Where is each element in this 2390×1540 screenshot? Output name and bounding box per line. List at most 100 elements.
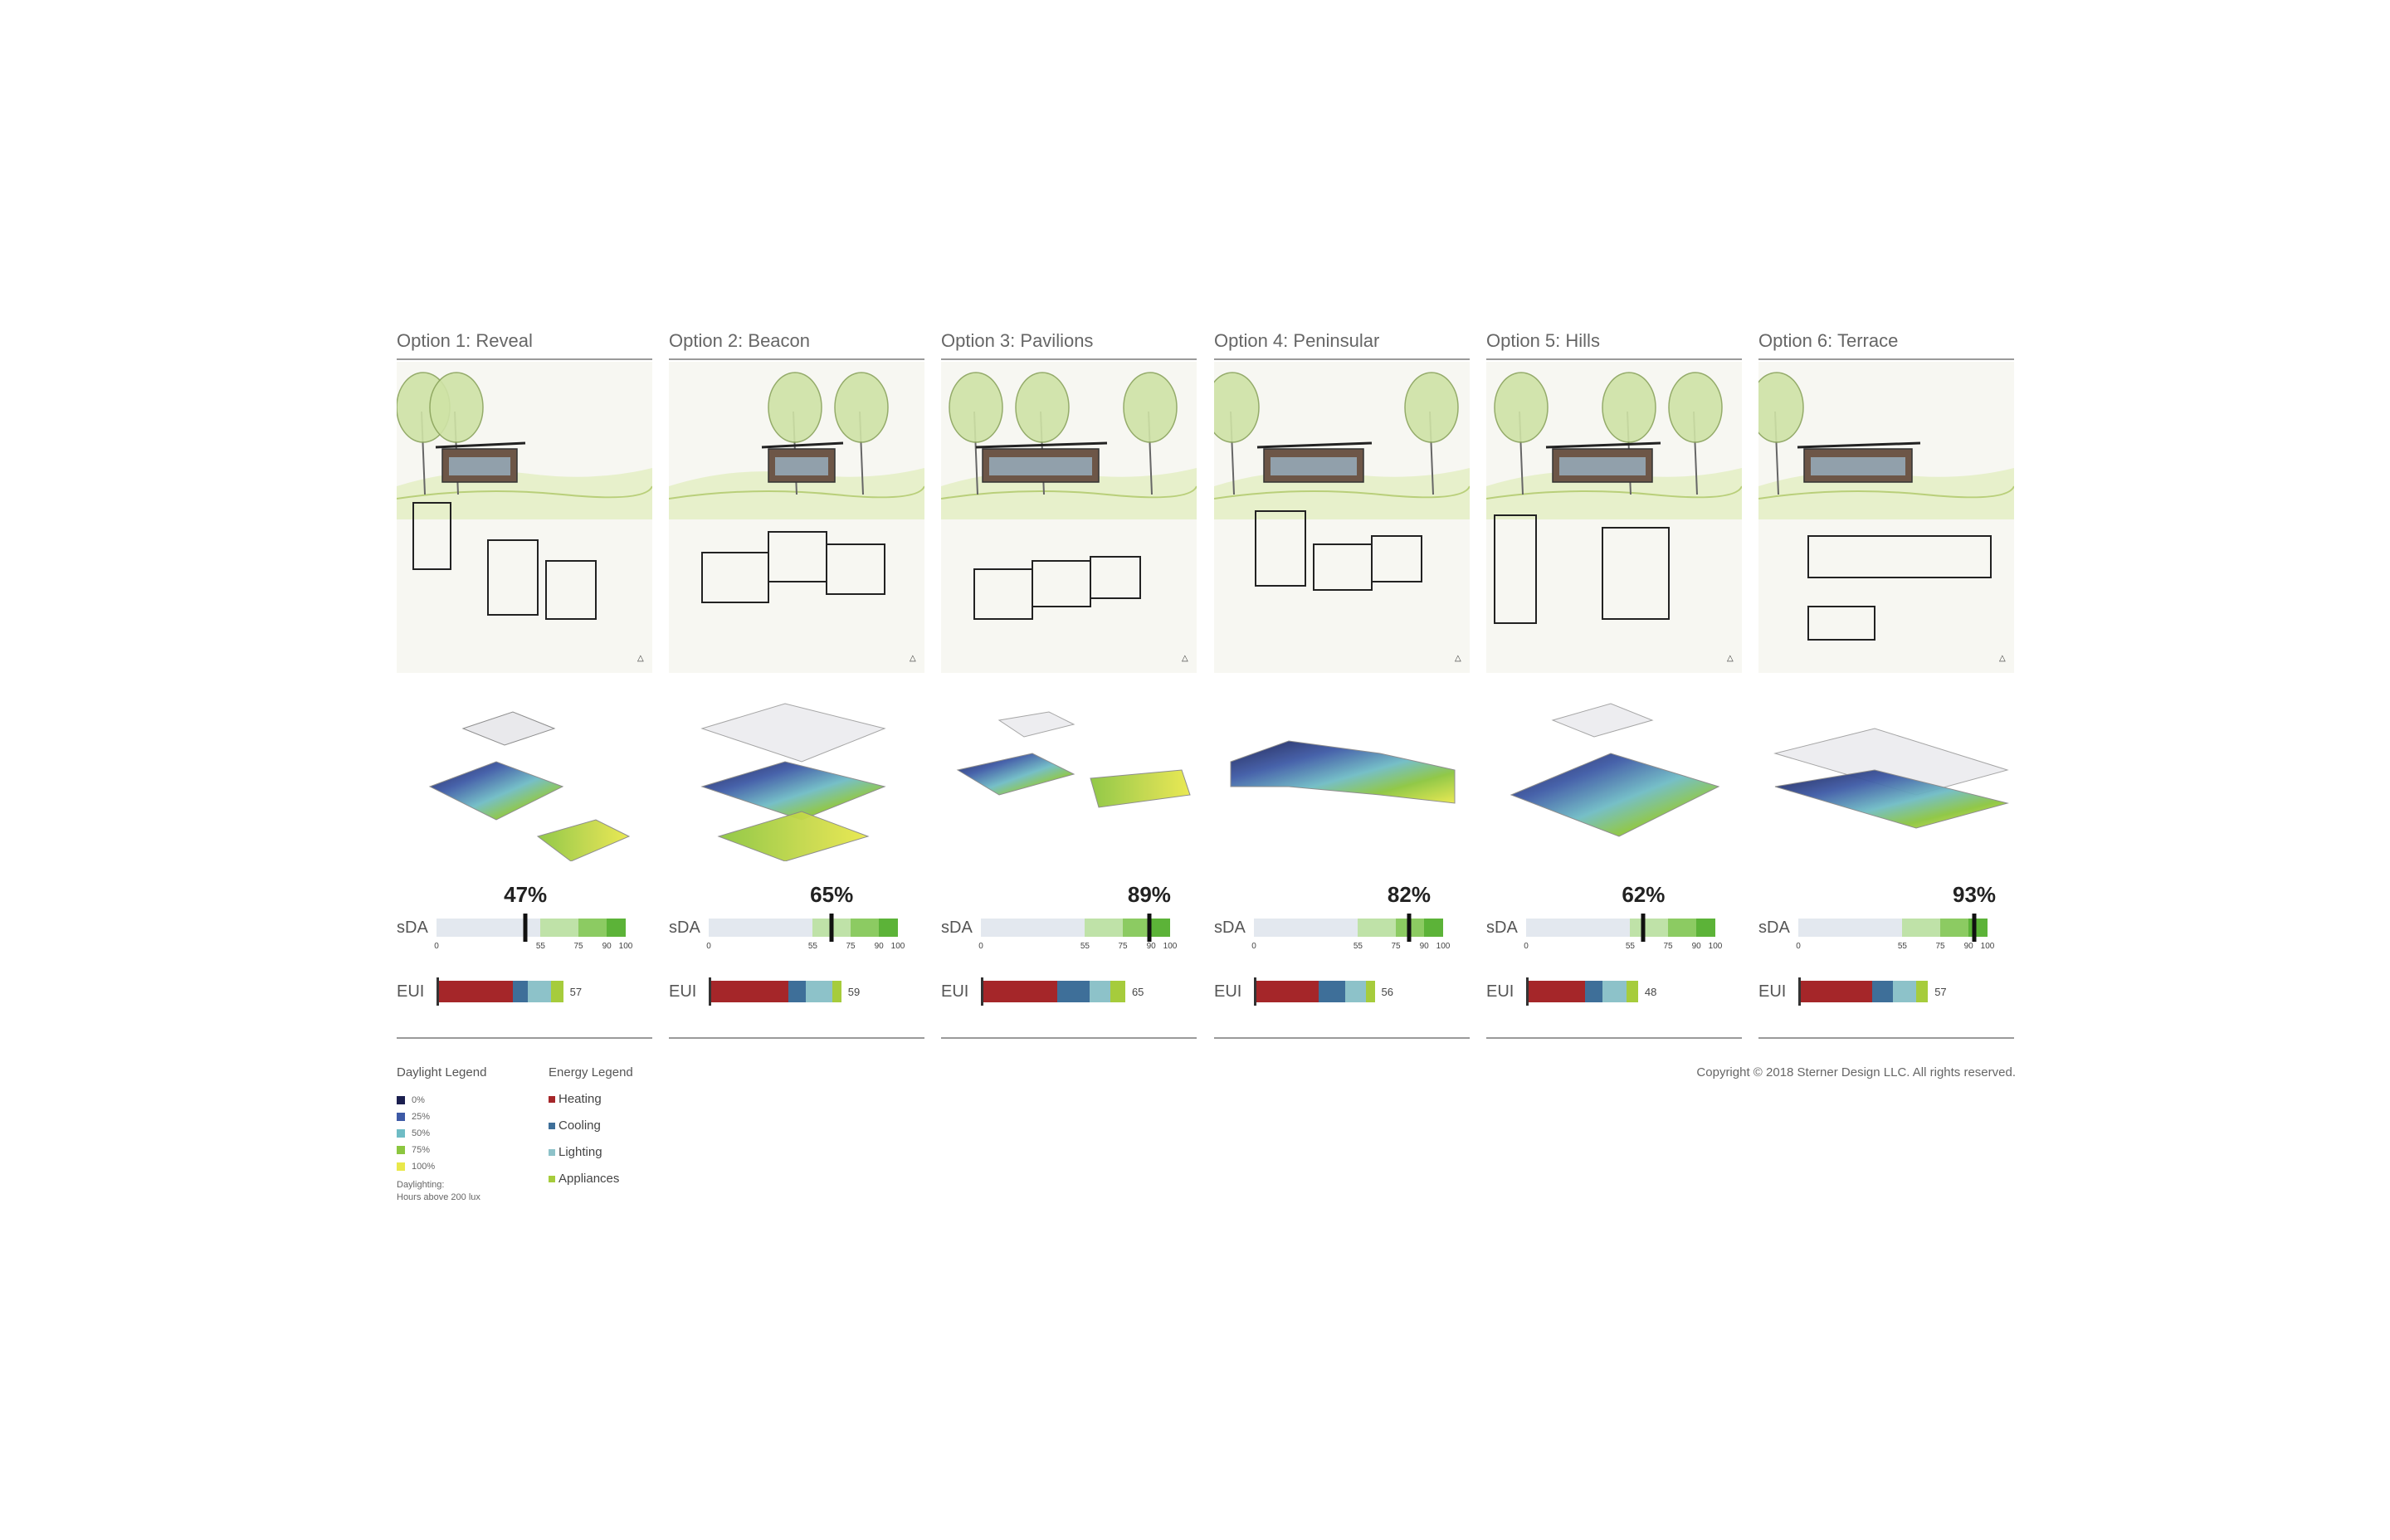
eui-heating-segment xyxy=(981,981,1058,1002)
eui-cooling-segment xyxy=(788,981,807,1002)
energy-legend-item-lighting: Lighting xyxy=(549,1145,602,1159)
eui-label: EUI xyxy=(1758,982,1787,1001)
daylight-model xyxy=(1486,695,1742,861)
sda-band-1 xyxy=(1085,919,1123,937)
sda-tick-label: 55 xyxy=(535,942,545,951)
eui-lighting-segment xyxy=(806,981,833,1002)
option-title: Option 6: Terrace xyxy=(1758,330,1899,351)
eui-stacked-bar xyxy=(437,981,563,1002)
eui-label: EUI xyxy=(397,982,425,1001)
sda-tick-label: 100 xyxy=(1163,942,1178,951)
daylight-note-line1: Daylighting: xyxy=(397,1180,445,1190)
eui-cooling-segment xyxy=(1057,981,1090,1002)
sda-tick-label: 100 xyxy=(618,942,633,951)
tree-canopy xyxy=(1602,372,1656,443)
title-divider xyxy=(669,358,924,360)
sda-tick-label: 90 xyxy=(602,942,612,951)
daylight-legend-label: 75% xyxy=(412,1145,431,1155)
concept-sketch: △ xyxy=(397,362,652,673)
daylight-model-surface xyxy=(461,711,556,746)
concept-sketch: △ xyxy=(669,362,924,673)
sketch-plan xyxy=(412,502,597,620)
daylight-legend-item-25: 25% xyxy=(397,1112,430,1122)
swatch-50pct xyxy=(397,1129,405,1138)
concept-sketch: △ xyxy=(1758,362,2014,673)
plan-room xyxy=(1602,527,1670,620)
eui-cooling-segment xyxy=(1319,981,1346,1002)
swatch-heating xyxy=(549,1095,555,1103)
daylight-legend-title: Daylight Legend xyxy=(397,1065,487,1079)
sda-marker xyxy=(1147,914,1152,942)
energy-legend-item-heating: Heating xyxy=(549,1092,602,1106)
sda-label: sDA xyxy=(397,919,428,937)
daylight-model-surface xyxy=(1230,740,1456,804)
energy-legend-label: Cooling xyxy=(558,1118,601,1133)
daylight-legend-label: 25% xyxy=(412,1112,431,1122)
eui-stacked-bar xyxy=(1798,981,1929,1002)
eui-value: 65 xyxy=(1131,986,1144,998)
option-title: Option 3: Pavilions xyxy=(941,330,1094,351)
energy-legend-label: Appliances xyxy=(558,1172,620,1186)
daylight-model-surface xyxy=(1551,703,1654,738)
swatch-75pct xyxy=(397,1146,405,1154)
title-divider xyxy=(397,358,652,360)
eui-appliances-segment xyxy=(1915,981,1929,1002)
bottom-divider xyxy=(1486,1037,1742,1039)
sketch-plan xyxy=(1807,535,1992,641)
eui-heating-segment xyxy=(1798,981,1872,1002)
option-title: Option 2: Beacon xyxy=(669,330,811,351)
daylight-legend-label: 100% xyxy=(412,1162,436,1172)
daylight-model-surface xyxy=(428,761,564,821)
sda-tick-label: 55 xyxy=(1625,942,1635,951)
daylight-model-image xyxy=(956,711,1191,808)
sda-tick-label: 100 xyxy=(1708,942,1723,951)
concept-sketch-image: △ xyxy=(397,362,652,673)
sda-band-3 xyxy=(607,919,626,937)
option-title: Option 5: Hills xyxy=(1486,330,1600,351)
sketch-roof xyxy=(1545,441,1661,449)
concept-sketch-image: △ xyxy=(1486,362,1742,673)
eui-bar-start xyxy=(1798,977,1801,1006)
eui-appliances-segment xyxy=(832,981,841,1002)
sda-tick-label: 90 xyxy=(1963,942,1973,951)
tree-canopy xyxy=(1404,372,1459,443)
sda-marker xyxy=(1407,914,1412,942)
sda-band-2 xyxy=(1123,919,1152,937)
sda-tick-label: 55 xyxy=(1353,942,1363,951)
option-title: Option 1: Reveal xyxy=(397,330,533,351)
eui-heating-segment xyxy=(709,981,788,1002)
eui-heating-segment xyxy=(1254,981,1319,1002)
sketch-roof xyxy=(1256,441,1373,449)
concept-sketch: △ xyxy=(1214,362,1470,673)
sda-band-1 xyxy=(1630,919,1668,937)
daylight-model-surface xyxy=(700,703,886,763)
sda-band-2 xyxy=(1668,919,1697,937)
sketch-glazing xyxy=(775,457,828,475)
tree-canopy xyxy=(429,372,484,443)
eui-label: EUI xyxy=(1486,982,1514,1001)
eui-value: 57 xyxy=(1934,986,1947,998)
tree-canopy xyxy=(1015,372,1070,443)
sda-percentage: 62% xyxy=(1622,882,1666,907)
daylight-legend-label: 50% xyxy=(412,1128,431,1138)
sda-tick-label: 90 xyxy=(1419,942,1429,951)
sda-marker xyxy=(1972,914,1977,942)
energy-legend-item-cooling: Cooling xyxy=(549,1118,601,1133)
sda-marker xyxy=(1641,914,1646,942)
sketch-hill-line xyxy=(941,485,1197,500)
swatch-0pct xyxy=(397,1096,405,1104)
sda-tick-label: 90 xyxy=(874,942,884,951)
energy-legend-label: Heating xyxy=(558,1092,602,1106)
eui-heating-segment xyxy=(437,981,514,1002)
title-divider xyxy=(1486,358,1742,360)
sda-tick-label: 0 xyxy=(1524,942,1529,951)
sketch-hill-line xyxy=(669,485,924,500)
